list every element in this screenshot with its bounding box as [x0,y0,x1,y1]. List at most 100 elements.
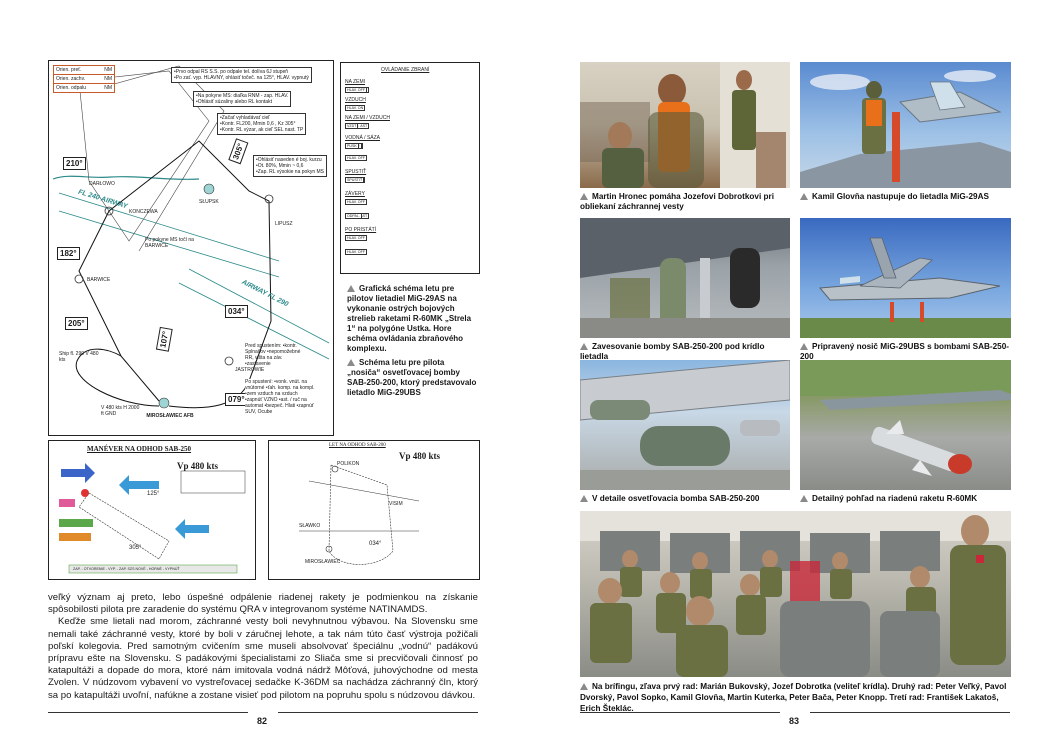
map-note: •Prvo odpal RS S.S. po odpale tel. dolív… [171,67,312,83]
schema-caption-1: Grafická schéma letu pre pilotov lietadi… [347,284,472,353]
checklist-title: OVLÁDANIE ZBRANÍ [381,67,430,73]
photo-caption: Zavesovanie bomby SAB-250-200 pod krídlo… [580,342,790,362]
triangle-icon [800,193,808,200]
photo-boarding-mig [800,62,1011,188]
map-side-note: Pred spustením: •kontr. Splnačov •nepomo… [245,343,301,367]
caption-text: Na brífingu, zľava prvý rad: Marián Buko… [580,682,1007,713]
checklist-row: SPUSTIŤ [345,169,367,175]
maneuver-diagram: MANÉVER NA ODHOD SAB-250 Vp 480 kts 125°… [48,440,256,580]
let-scheme-label: MIROSŁAWIEC [305,559,341,565]
photo-caption: Martin Hronec pomáha Jozefovi Dobrotkovi… [580,192,790,212]
heading-box: 182° [57,247,80,260]
map-note: •Začať vyhladávať cieľ •Kontr. FL200, Mm… [217,113,307,135]
caption-text: Zavesovanie bomby SAB-250-200 pod krídlo… [580,342,765,361]
map-ship-note: Ship fl. 290 V 480 kts [59,351,99,363]
triangle-icon [580,343,588,350]
heading-box: 034° [225,305,248,318]
article-body: veľký význam aj preto, lebo úspešné odpá… [48,592,478,702]
let-scheme-label: SŁAWKO [299,523,321,529]
maneuver-speed: Vp 480 kts [177,461,219,471]
checklist-row: PO PRISTÁTÍ [345,227,377,233]
page-number-left: 82 [257,716,268,726]
page-footer-rule [48,712,248,713]
schema-caption-block: Grafická schéma letu pre pilotov lietadi… [347,284,479,402]
map-v-note: V 480 kts H 2000 ft GND [101,405,140,417]
caption-text: V detaile osvetľovacia bomba SAB-250-200 [592,494,760,503]
map-legend: Orien. preť. NM Orien. zachv. NM Orien. … [53,65,115,93]
photo-bomb-loading [580,218,790,338]
flight-path-diagram: LET NA ODHOD SAB-200 Vp 480 kts POLIKON … [268,440,480,580]
triangle-icon [800,343,808,350]
triangle-icon [580,683,588,690]
note-line: •Po zať. vyp. HLAVNY, ohlásiť točeč. na … [174,75,309,81]
legend-label: Orien. zachv. [56,76,86,82]
triangle-icon [800,495,808,502]
checklist-row: NA ZEMI [345,79,366,85]
let-scheme-label: VISIM [389,501,403,507]
caption-text: Detailný pohľad na riadenú raketu R-60MK [812,494,978,503]
photo-caption: Detailný pohľad na riadenú raketu R-60MK [800,494,1011,504]
let-scheme-label: 034° [369,541,382,547]
page-footer-rule [278,712,478,713]
maneuver-title: MANÉVER NA ODHOD SAB-250 [87,445,192,453]
photo-caption: V detaile osvetľovacia bomba SAB-250-200 [580,494,790,504]
note-line: •Kontr. FL200, Mmin 0,6 , Kz 305° [220,121,296,127]
note-line: •Ohlásiť súzaliny alebo RL kontakt [196,99,272,105]
triangle-icon [580,495,588,502]
photo-mig29ubs-carrier [800,218,1011,338]
let-scheme-label: POLIKON [337,461,360,467]
note-line: •Kontr. RL výzar, ak cieľ SEL nast. TP [220,127,304,133]
checklist-row: VZDUCH [345,97,366,103]
body-paragraph: veľký význam aj preto, lebo úspešné odpá… [48,592,478,616]
triangle-icon [347,285,355,292]
checklist-row: ZÁVERY [345,191,365,197]
photo-briefing [580,511,1011,677]
legend-label: Orien. odpalu [56,85,87,91]
map-note: •Ohlásiť naseden é boj. kurzu •Ot. 80%, … [253,155,327,177]
legend-value: NM [104,76,112,82]
place-label: BARWICE [87,277,111,283]
maneuver-bottom-bar: ZAP. - OTVORENIE - VYP. - ZAP. SZS NOVÉ … [73,567,180,571]
caption-text: Pripravený nosič MiG-29UBS s bombami SAB… [800,342,1010,361]
place-label: KONCZEWA [129,209,158,215]
weapons-control-checklist: OVLÁDANIE ZBRANÍ NA ZEMI ÚNOSNOSŤVZDUCHP… [340,62,480,274]
legend-value: NM [104,67,112,73]
checklist-row: VODNÁ / SÁZA [345,135,381,141]
schema-caption-2: Schéma letu pre pilota „nosiča“ osvetľov… [347,358,477,397]
map-note: •Na pokyne MS: diaľka RNM - zap. HLAV. •… [193,91,292,107]
body-paragraph: Keďže sme lietali nad morom, záchranné v… [48,616,478,701]
note-line: •Zap. RL výsokie na pokyn MS [256,169,324,175]
photo-caption: Pripravený nosič MiG-29UBS s bombami SAB… [800,342,1011,362]
page-number-right: 83 [789,716,800,726]
page-footer-rule [810,712,1010,713]
flight-scheme-map: Orien. preť. NM Orien. zachv. NM Orien. … [48,60,334,436]
photo-r60mk-missile [800,360,1011,490]
photo-vest-help [580,62,790,188]
note-line: •Ot. 80%, Mmin ~ 0,6 [256,163,304,169]
legend-value: NM [104,85,112,91]
photo-caption-briefing: Na brífingu, zľava prvý rad: Marián Buko… [580,681,1011,714]
triangle-icon [580,193,588,200]
triangle-icon [347,359,355,366]
let-scheme-speed: Vp 480 kts [399,451,441,461]
place-label: DARŁOWO [89,181,115,187]
place-label: LIPUSZ [275,221,293,227]
heading-box: 210° [63,157,86,170]
caption-text: Kamil Glovňa nastupuje do lietadla MiG-2… [812,192,989,201]
map-side-note: Po pokyne MS točí na BARWICE [145,237,194,249]
heading-box: 205° [65,317,88,330]
legend-label: Orien. preť. [56,67,82,73]
maneuver-angle: 125° [147,491,160,497]
place-label: MIROSŁAWIEC AFB [146,413,194,419]
page-footer-rule [580,712,780,713]
note-line: •Ohlásiť naseden é boj. kurzu [256,157,322,163]
let-scheme-title: LET NA ODHOD SAB-200 [329,443,386,448]
place-label: SŁUPSK [199,199,219,205]
map-side-note: Po spustení: •vonk. vnút. na vnútorné •ť… [245,379,315,415]
place-label: JASTROWIE [235,367,265,373]
note-line: •Začať vyhladávať cieľ [220,115,270,121]
maneuver-angle: 305° [129,545,142,551]
checklist-row: NA ZEMI / VZDUCH [345,115,391,121]
photo-caption: Kamil Glovňa nastupuje do lietadla MiG-2… [800,192,1011,202]
note-line: •Prvo odpal RS S.S. po odpale tel. dolív… [174,69,289,75]
